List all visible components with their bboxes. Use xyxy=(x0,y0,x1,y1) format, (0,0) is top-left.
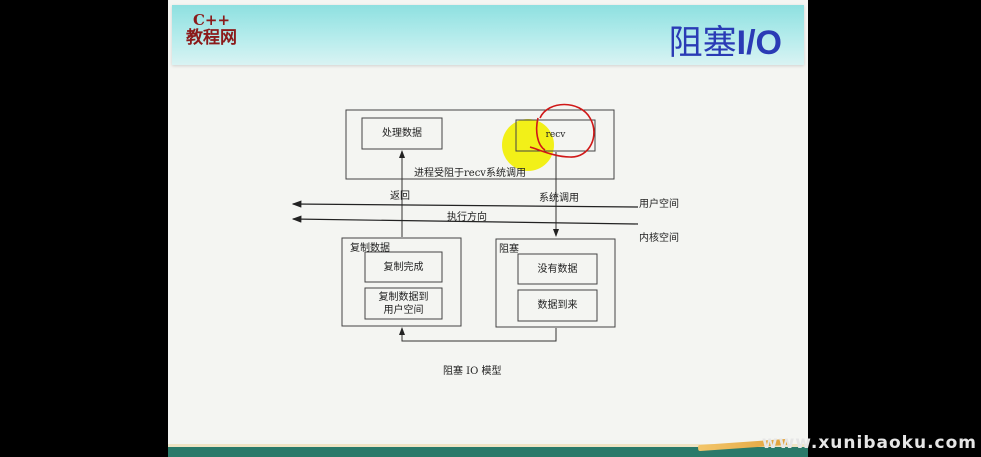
syscall-label: 系统调用 xyxy=(539,193,579,204)
blocked-note: 进程受阻于recv系统调用 xyxy=(414,168,526,179)
exec-direction-label: 执行方向 xyxy=(447,212,487,223)
footer-bar xyxy=(168,447,808,457)
footer-line xyxy=(168,444,808,447)
highlight-circle xyxy=(502,119,554,171)
slide: C++ 教程网 阻塞I/O xyxy=(168,0,808,457)
watermark: www.xunibaoku.com xyxy=(761,433,977,453)
slide-header: C++ 教程网 阻塞I/O xyxy=(172,5,804,65)
slide-title: 阻塞I/O xyxy=(669,23,782,63)
recv-label: recv xyxy=(545,129,566,140)
slide-title-en: I/O xyxy=(736,24,782,62)
copy-line2: 用户空间 xyxy=(383,304,424,316)
kernel-space-label: 内核空间 xyxy=(639,233,679,244)
return-label: 返回 xyxy=(390,191,410,202)
user-space-label: 用户空间 xyxy=(639,199,679,210)
data-arrives-label: 数据到来 xyxy=(537,300,578,311)
copy-group-title: 复制数据 xyxy=(350,243,390,254)
no-data-label: 没有数据 xyxy=(537,263,578,275)
block-group-title: 阻塞 xyxy=(499,244,519,255)
red-annotation xyxy=(529,103,595,158)
copy-done-label: 复制完成 xyxy=(383,261,424,273)
process-data-label: 处理数据 xyxy=(382,128,422,139)
logo: C++ 教程网 xyxy=(186,13,237,47)
copy-to-user-label: 复制数据到 用户空间 xyxy=(365,288,442,319)
slide-title-cn: 阻塞 xyxy=(668,23,737,63)
logo-line1: C++ xyxy=(192,11,231,29)
diagram-caption: 阻塞 IO 模型 xyxy=(443,366,502,377)
logo-line2: 教程网 xyxy=(186,28,237,48)
copy-line1: 复制数据到 xyxy=(378,291,429,303)
